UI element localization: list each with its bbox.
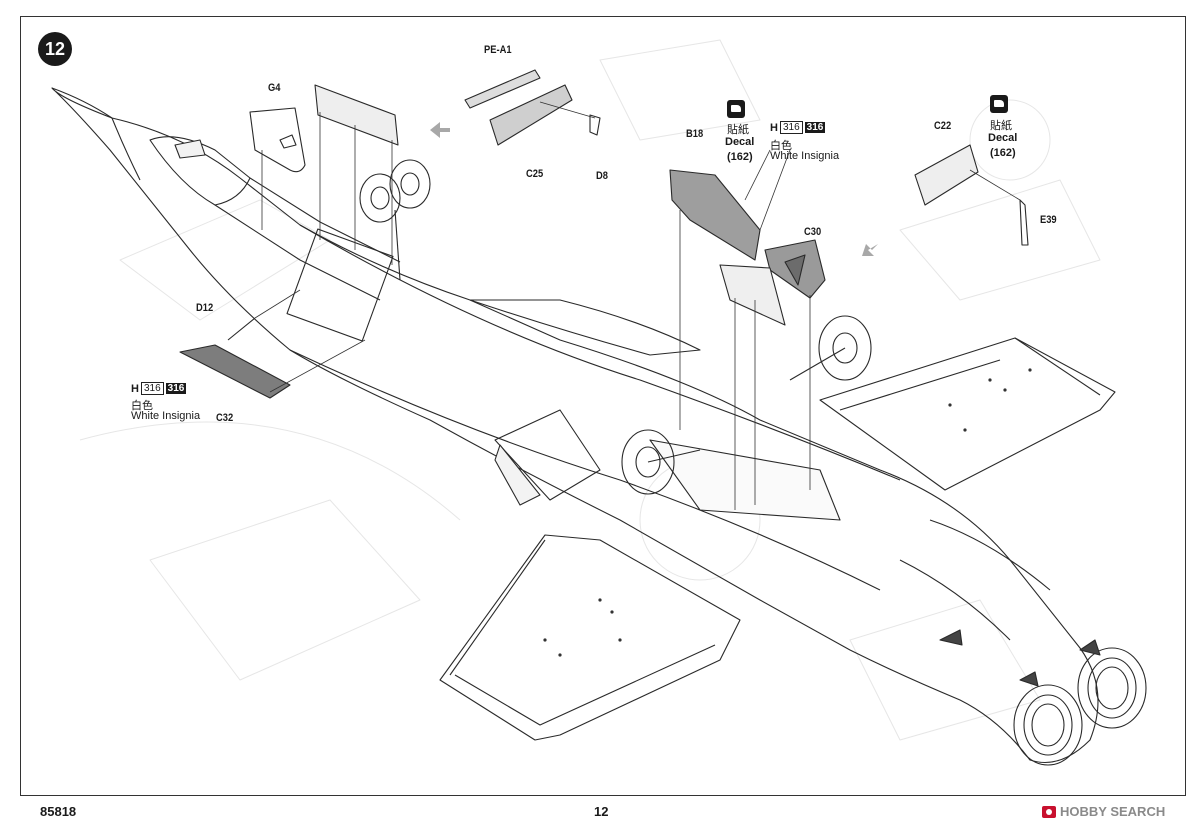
label-d12: D12 — [196, 302, 214, 314]
exhaust-nozzles — [1013, 647, 1147, 766]
page-number: 12 — [594, 804, 609, 819]
ghost-background-drawing — [79, 39, 1101, 741]
direction-arrow-left — [430, 122, 450, 138]
label-g4: G4 — [268, 82, 281, 94]
kit-number: 85818 — [40, 804, 77, 819]
left-wing — [439, 534, 741, 741]
label-pe-a1: PE-A1 — [484, 44, 512, 56]
insignia-en-center: White Insignia — [770, 150, 840, 162]
decal-cn-right: 貼紙 — [990, 120, 1012, 132]
label-c32: C32 — [216, 412, 234, 424]
decal-cn-center: 貼紙 — [727, 124, 749, 136]
insignia-code-center: H 316 316 — [770, 121, 826, 134]
landing-gear-wheels — [359, 159, 872, 495]
hobby-search-logo-icon — [1042, 805, 1056, 818]
decal-sheet-icon — [727, 100, 745, 118]
watermark-text: HOBBY SEARCH — [1060, 804, 1166, 819]
label-b18: B18 — [686, 128, 704, 140]
part-b18 — [669, 169, 761, 261]
label-c25: C25 — [526, 168, 544, 180]
label-c22: C22 — [934, 120, 952, 132]
decal-en-right: Decal — [988, 132, 1018, 144]
part-c22 — [914, 144, 979, 206]
intake-outline — [494, 409, 601, 501]
direction-arrow-right — [862, 244, 878, 256]
part-pe-a1 — [464, 69, 541, 109]
fuselage-outline — [51, 87, 1099, 764]
insignia-cn-left: 白色 — [131, 400, 153, 412]
insignia-cn-center: 白色 — [770, 140, 792, 152]
part-c25 — [489, 84, 573, 146]
panel-details — [543, 368, 1032, 657]
part-g4 — [249, 107, 306, 173]
hobby-search-watermark: HOBBY SEARCH — [1042, 804, 1165, 819]
step-number-badge: 12 — [38, 32, 72, 66]
part-nose-door — [314, 84, 399, 146]
right-wing — [819, 337, 1116, 491]
insignia-code-left: H 316 316 — [131, 382, 187, 395]
part-c32 — [179, 344, 291, 399]
assembly-leader-lines — [254, 101, 1021, 510]
label-e39: E39 — [1040, 214, 1057, 226]
insignia-en-left: White Insignia — [131, 410, 201, 422]
decal-number-right: (162) — [990, 147, 1016, 159]
decal-en-center: Decal — [725, 136, 755, 148]
decal-sheet-icon — [990, 95, 1008, 113]
canopy-outline — [149, 136, 251, 206]
decal-number-center: (162) — [727, 151, 753, 163]
label-c30: C30 — [804, 226, 822, 238]
page-frame — [20, 16, 1186, 796]
label-d8: D8 — [596, 170, 608, 182]
lex-outline — [469, 299, 701, 356]
